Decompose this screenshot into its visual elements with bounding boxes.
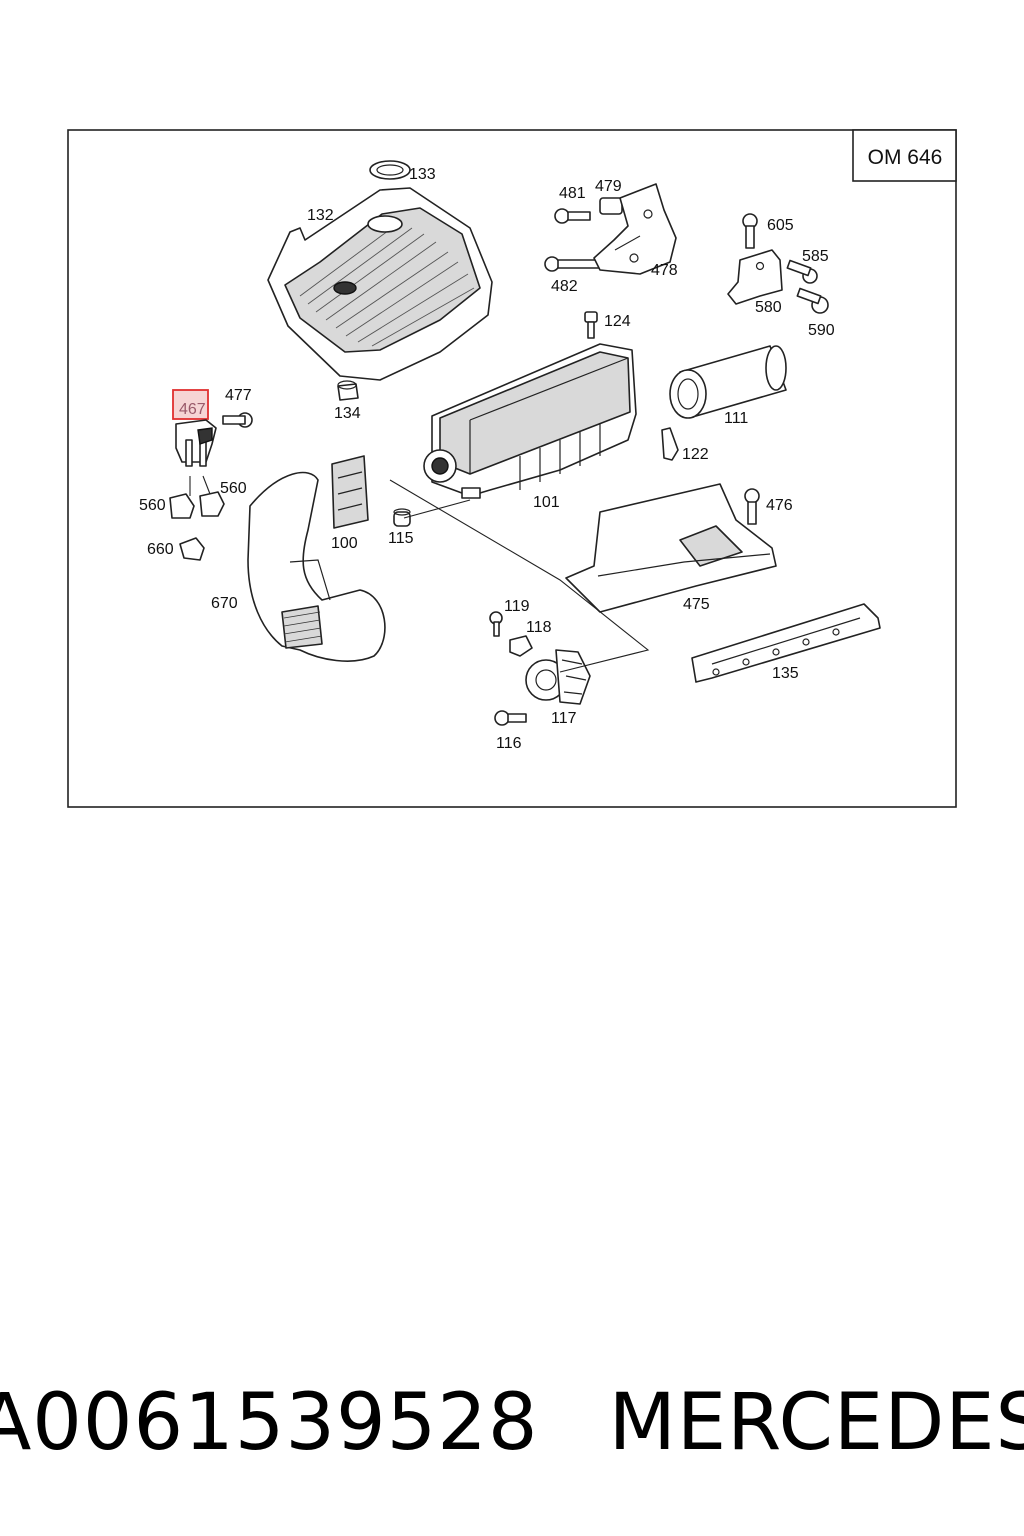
brand-name: MERCEDES xyxy=(608,1378,1024,1468)
engine-code-label: OM 646 xyxy=(868,146,943,169)
part-478-bracket[interactable] xyxy=(593,183,677,275)
part-101-air-filter-housing[interactable] xyxy=(423,343,637,499)
callout-479[interactable]: 479 xyxy=(595,178,622,195)
callout-481[interactable]: 481 xyxy=(559,185,586,202)
callout-585[interactable]: 585 xyxy=(802,248,829,265)
part-number: A0061539528 xyxy=(0,1378,539,1468)
part-475-shield[interactable] xyxy=(565,483,777,613)
part-119-screw[interactable] xyxy=(489,611,503,637)
callout-482[interactable]: 482 xyxy=(551,278,578,295)
part-660-holder[interactable] xyxy=(179,537,205,561)
callout-124[interactable]: 124 xyxy=(604,313,631,330)
callout-101[interactable]: 101 xyxy=(533,494,560,511)
part-132-engine-cover[interactable] xyxy=(267,187,493,381)
callout-660[interactable]: 660 xyxy=(147,541,174,558)
part-476-bolt[interactable] xyxy=(744,488,760,525)
callout-115[interactable]: 115 xyxy=(388,530,414,547)
parts-diagram: OM 646 xyxy=(67,129,957,808)
part-670-intake-duct[interactable] xyxy=(247,471,386,662)
part-122-clip[interactable] xyxy=(661,427,679,461)
part-116-bolt[interactable] xyxy=(494,710,527,726)
part-467-sensor[interactable] xyxy=(172,389,217,467)
callout-560-right[interactable]: 560 xyxy=(220,480,247,497)
callout-117[interactable]: 117 xyxy=(551,710,577,727)
callout-100[interactable]: 100 xyxy=(331,535,358,552)
part-133-seal-ring[interactable] xyxy=(369,160,411,180)
callout-122[interactable]: 122 xyxy=(682,446,709,463)
part-111-filter-element[interactable] xyxy=(669,345,787,419)
callout-132[interactable]: 132 xyxy=(307,207,334,224)
callout-560-left[interactable]: 560 xyxy=(139,497,166,514)
part-580-bracket[interactable] xyxy=(727,249,783,305)
part-590-bolt[interactable] xyxy=(796,287,829,314)
part-118-connector[interactable] xyxy=(509,635,533,657)
part-560-clamp-left[interactable] xyxy=(169,493,195,519)
callout-580[interactable]: 580 xyxy=(755,299,782,316)
leader-lines xyxy=(189,235,650,673)
part-479-spacer[interactable] xyxy=(599,197,623,215)
callout-135[interactable]: 135 xyxy=(772,665,799,682)
callout-477[interactable]: 477 xyxy=(225,387,252,404)
part-560-clamp-right[interactable] xyxy=(199,491,225,517)
part-134-grommet[interactable] xyxy=(337,380,359,401)
callout-116[interactable]: 116 xyxy=(496,735,522,752)
part-117-component[interactable] xyxy=(525,649,591,705)
callout-590[interactable]: 590 xyxy=(808,322,835,339)
callout-133[interactable]: 133 xyxy=(409,166,436,183)
callout-670[interactable]: 670 xyxy=(211,595,238,612)
callout-119[interactable]: 119 xyxy=(504,598,530,615)
callout-478[interactable]: 478 xyxy=(651,262,678,279)
part-585-bolt[interactable] xyxy=(786,259,818,284)
part-100-bracket[interactable] xyxy=(331,455,369,529)
part-477-bolt[interactable] xyxy=(222,412,253,428)
callout-111[interactable]: 111 xyxy=(724,410,748,427)
part-481-bolt[interactable] xyxy=(554,208,591,224)
callouts: 133 132 134 481 479 478 482 605 585 580 … xyxy=(139,166,835,752)
callout-476[interactable]: 476 xyxy=(766,497,793,514)
callout-467[interactable]: 467 xyxy=(179,401,206,418)
part-482-bolt[interactable] xyxy=(544,256,609,272)
callout-118[interactable]: 118 xyxy=(526,619,552,636)
callout-605[interactable]: 605 xyxy=(767,217,794,234)
highlight-box-467 xyxy=(172,389,209,420)
part-caption: A0061539528 MERCEDES xyxy=(0,1368,1024,1478)
callout-134[interactable]: 134 xyxy=(334,405,361,422)
part-135-rail[interactable] xyxy=(691,603,881,683)
part-605-bolt[interactable] xyxy=(742,213,758,249)
callout-475[interactable]: 475 xyxy=(683,596,710,613)
part-124-valve[interactable] xyxy=(584,311,598,339)
part-115-grommet[interactable] xyxy=(393,508,411,527)
engine-code-box xyxy=(852,129,957,182)
